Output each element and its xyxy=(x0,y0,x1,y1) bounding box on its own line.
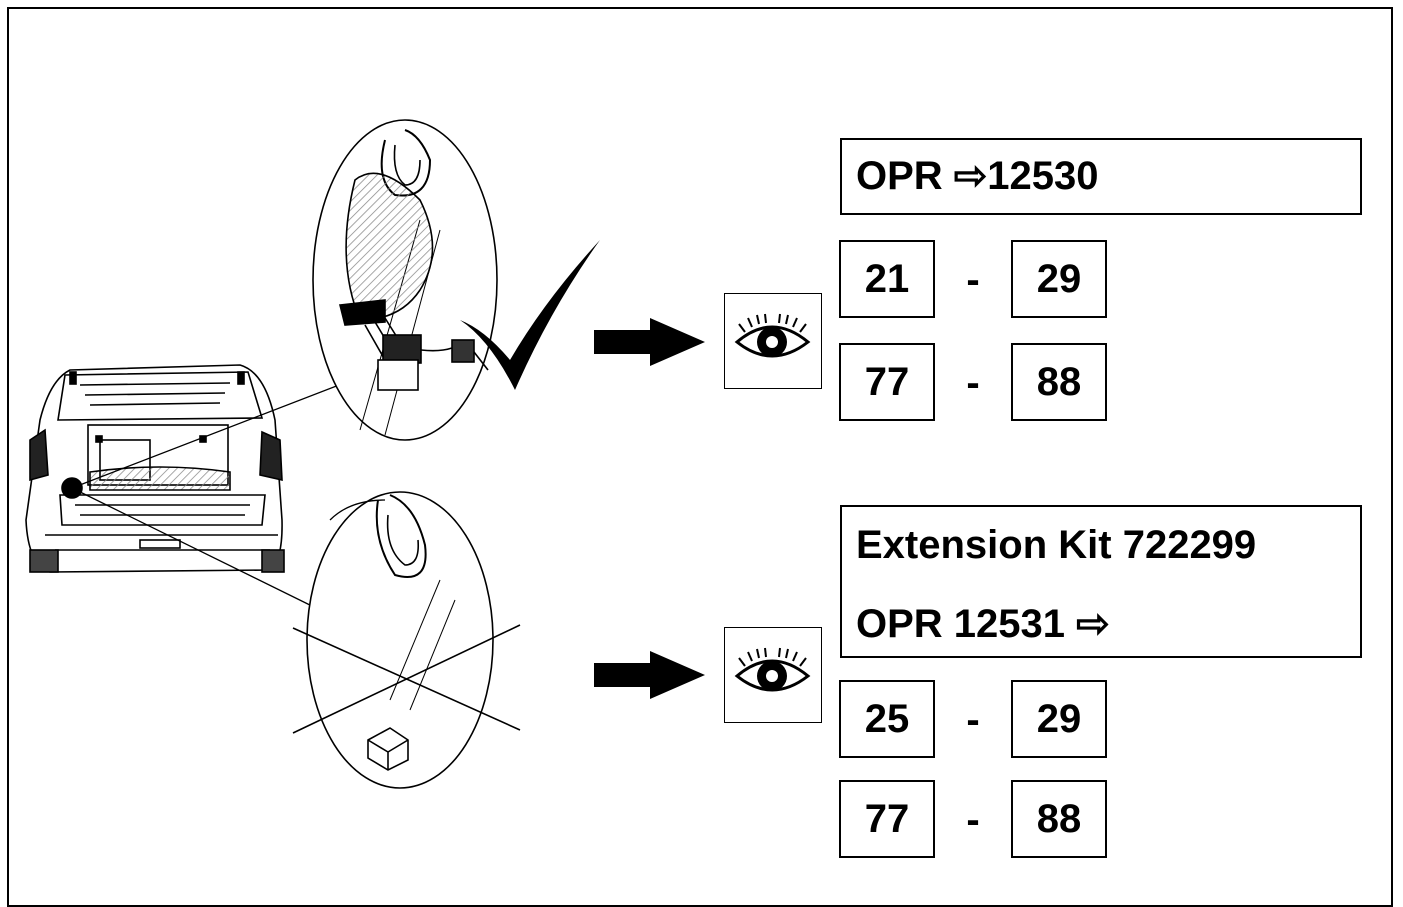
range-to: 88 xyxy=(1011,343,1107,421)
range-from-value: 77 xyxy=(864,359,910,404)
range-from: 21 xyxy=(839,240,935,318)
arrow-right-icon xyxy=(594,651,705,699)
range-to: 29 xyxy=(1011,240,1107,318)
range-to: 88 xyxy=(1011,780,1107,858)
connector-detail-icon xyxy=(312,119,498,441)
extension-kit-title: Extension Kit 722299 xyxy=(856,523,1257,567)
checkmark-icon xyxy=(460,240,600,390)
inspect-eye-upper xyxy=(724,293,822,389)
range-from: 77 xyxy=(839,343,935,421)
range-separator: - xyxy=(966,698,980,742)
extension-kit-reference: Extension Kit 722299 OPR 12531 ⇨ xyxy=(840,505,1362,658)
inspect-eye-lower xyxy=(724,627,822,723)
eye-icon xyxy=(734,647,811,692)
range-from-value: 21 xyxy=(864,256,910,301)
range-from: 77 xyxy=(839,780,935,858)
range-to-value: 88 xyxy=(1036,796,1082,841)
opr-reference-upper-text: OPR ⇨12530 xyxy=(856,154,1099,198)
range-to-value: 88 xyxy=(1036,359,1082,404)
arrow-right-icon xyxy=(594,318,705,366)
range-from-value: 25 xyxy=(864,696,910,741)
eye-icon xyxy=(734,313,811,358)
range-separator: - xyxy=(966,361,980,405)
car-rear-icon xyxy=(25,364,285,573)
range-to: 29 xyxy=(1011,680,1107,758)
range-to-value: 29 xyxy=(1036,256,1082,301)
range-from-value: 77 xyxy=(864,796,910,841)
range-separator: - xyxy=(966,798,980,842)
range-to-value: 29 xyxy=(1036,696,1082,741)
range-from: 25 xyxy=(839,680,935,758)
cross-icon xyxy=(292,624,521,734)
opr-reference-lower-text: OPR 12531 ⇨ xyxy=(856,602,1110,646)
range-separator: - xyxy=(966,258,980,302)
connector-detail-empty xyxy=(306,491,494,789)
leader-lines xyxy=(71,379,353,611)
opr-reference-upper: OPR ⇨12530 xyxy=(840,138,1362,215)
